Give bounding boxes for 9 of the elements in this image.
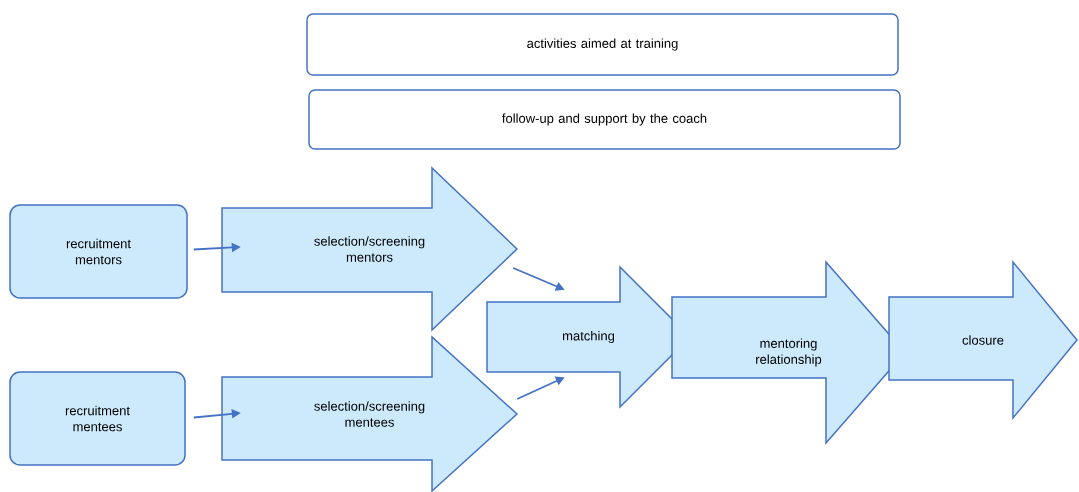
text-box: activities aimed at training bbox=[306, 13, 899, 76]
chevron-step: selection/screening mentors bbox=[221, 166, 519, 332]
text-box: follow-up and support by the coach bbox=[308, 89, 901, 150]
chevron-step: matching bbox=[486, 265, 692, 409]
chevron-step: selection/screening mentees bbox=[221, 335, 519, 492]
process-box: recruitment mentors bbox=[9, 204, 188, 299]
process-box: recruitment mentees bbox=[9, 371, 186, 466]
chevron-step: closure bbox=[888, 259, 1078, 421]
chevron-step: mentoring relationship bbox=[671, 260, 906, 445]
